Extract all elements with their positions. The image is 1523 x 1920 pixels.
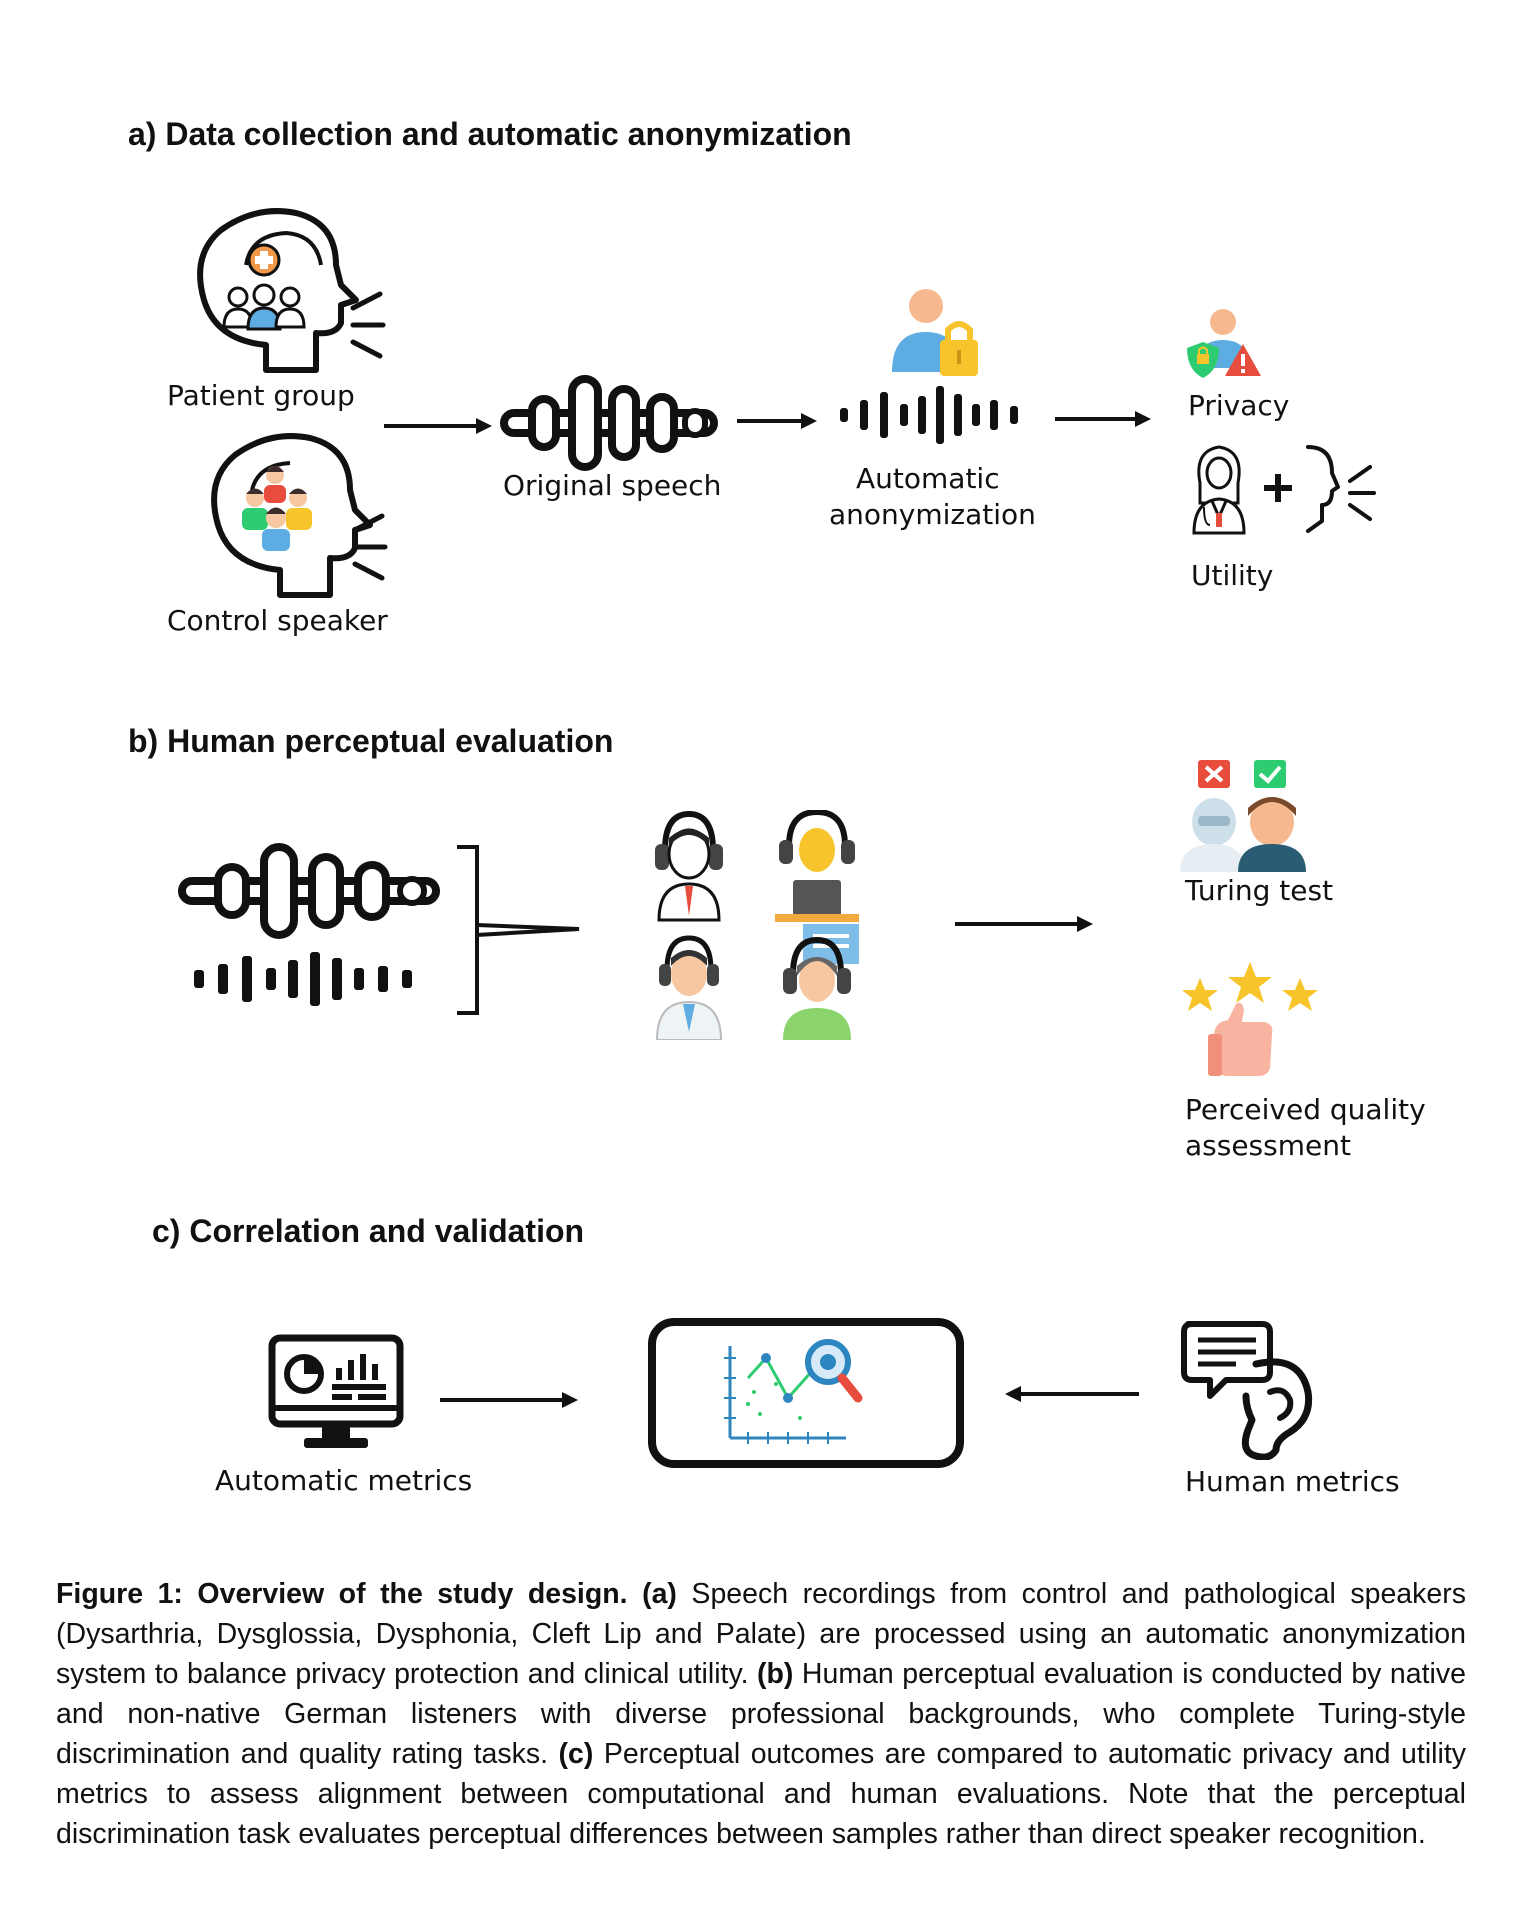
sound-lines-icon bbox=[352, 513, 388, 581]
caption-part-c-tag: (c) bbox=[558, 1738, 594, 1770]
caption-part-a-text: Speech recordings from control and patho… bbox=[56, 1578, 1466, 1690]
section-a-heading: a) Data collection and automatic anonymi… bbox=[128, 116, 852, 153]
caption-part-b-tag: (b) bbox=[757, 1658, 794, 1690]
control-speaker-label: Control speaker bbox=[167, 604, 388, 637]
privacy-label: Privacy bbox=[1188, 389, 1290, 422]
figure-caption: Figure 1: Overview of the study design. … bbox=[56, 1574, 1466, 1854]
plus-icon bbox=[1264, 474, 1292, 502]
monitor-dashboard-icon bbox=[268, 1334, 404, 1448]
arrow-right-icon bbox=[955, 916, 1093, 932]
section-b-heading: b) Human perceptual evaluation bbox=[128, 723, 613, 760]
speech-waveform-icon bbox=[178, 843, 440, 939]
arrow-right-icon bbox=[440, 1392, 578, 1408]
listener-3 bbox=[655, 935, 723, 1040]
listener-4 bbox=[783, 936, 851, 1040]
speech-waveform-icon bbox=[500, 375, 718, 471]
automatic-metrics-label: Automatic metrics bbox=[215, 1464, 473, 1497]
human-metrics-label: Human metrics bbox=[1185, 1465, 1400, 1498]
caption-part-a-tag: (a) bbox=[642, 1578, 677, 1610]
original-speech-label: Original speech bbox=[503, 469, 722, 502]
caption-part-c-text: Perceptual outcomes are compared to auto… bbox=[56, 1738, 1466, 1850]
arrow-right-icon bbox=[1055, 411, 1151, 427]
arrow-left-icon bbox=[1005, 1386, 1139, 1402]
section-b-letter: b) bbox=[128, 723, 159, 759]
patient-group-label: Patient group bbox=[167, 379, 355, 412]
rating-stars-icon bbox=[1182, 962, 1318, 1076]
bracket-merge-icon bbox=[457, 845, 580, 1015]
ear-speech-bubble-icon bbox=[1181, 1321, 1313, 1460]
speaking-head-icon bbox=[1306, 445, 1376, 533]
listeners-with-headphones-icon bbox=[655, 810, 859, 1040]
arrow-right-icon bbox=[737, 413, 817, 429]
caption-part-b-text: Human perceptual evaluation is conducted… bbox=[56, 1658, 1466, 1770]
turing-test-icon bbox=[1180, 760, 1306, 872]
perceived-quality-label-1: Perceived quality bbox=[1185, 1093, 1426, 1126]
anonymized-waveform-icon bbox=[840, 386, 1018, 444]
listener-1 bbox=[655, 810, 723, 922]
section-b-title: Human perceptual evaluation bbox=[167, 723, 614, 759]
utility-label: Utility bbox=[1191, 559, 1274, 592]
perceived-quality-label-2: assessment bbox=[1185, 1129, 1351, 1162]
doctor-icon bbox=[1192, 445, 1246, 535]
arrow-right-icon bbox=[384, 418, 492, 434]
section-a-letter: a) bbox=[128, 116, 157, 152]
section-c-letter: c) bbox=[152, 1213, 181, 1249]
head-with-group-icon bbox=[197, 208, 359, 373]
anonymized-waveform-icon bbox=[194, 952, 412, 1006]
sound-lines-icon bbox=[350, 291, 386, 359]
automatic-anonymization-label-1: Automatic bbox=[856, 462, 1000, 495]
analysis-chart-icon bbox=[648, 1318, 964, 1468]
automatic-anonymization-label-2: anonymization bbox=[829, 498, 1036, 531]
section-a-title: Data collection and automatic anonymizat… bbox=[165, 116, 852, 152]
section-c-heading: c) Correlation and validation bbox=[152, 1213, 584, 1250]
privacy-shield-icon bbox=[1187, 309, 1261, 378]
caption-figure-label: Figure 1: Overview of the study design. bbox=[56, 1578, 628, 1610]
user-lock-icon bbox=[892, 289, 978, 376]
turing-test-label: Turing test bbox=[1185, 874, 1334, 907]
section-c-title: Correlation and validation bbox=[189, 1213, 585, 1249]
listener-2 bbox=[775, 810, 859, 964]
